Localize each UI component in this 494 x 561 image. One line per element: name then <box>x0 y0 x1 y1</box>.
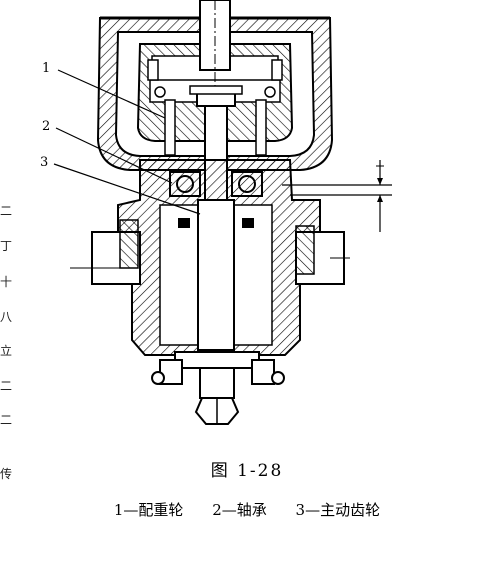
callout-leaders <box>53 69 201 215</box>
callout-1: 1 <box>42 61 51 76</box>
base-flange <box>151 351 285 425</box>
callout-2: 2 <box>42 119 51 134</box>
mechanism-drawing <box>53 0 392 425</box>
edge-mark-5: 立 <box>0 344 13 358</box>
edge-mark-2: 丁 <box>0 239 13 253</box>
legend-item-counterweight: 1—配重轮 <box>113 501 184 519</box>
edge-mark-1: 二 <box>0 204 13 218</box>
edge-mark-4: 八 <box>0 310 13 324</box>
edge-mark-8: 传 <box>0 467 13 481</box>
edge-mark-7: 二 <box>0 413 13 427</box>
gap-dimension <box>282 160 392 232</box>
gear-housing <box>70 159 350 356</box>
figure-legend: 1—配重轮 2—轴承 3—主动齿轮 <box>0 499 494 520</box>
figure-caption: 图 1-28 <box>210 461 284 481</box>
edge-mark-6: 二 <box>0 379 13 393</box>
legend-item-bearing: 2—轴承 <box>212 501 267 519</box>
edge-mark-3: 十 <box>0 275 13 289</box>
legend-item-drive-gear: 3—主动齿轮 <box>295 501 381 519</box>
callout-3: 3 <box>40 155 49 170</box>
